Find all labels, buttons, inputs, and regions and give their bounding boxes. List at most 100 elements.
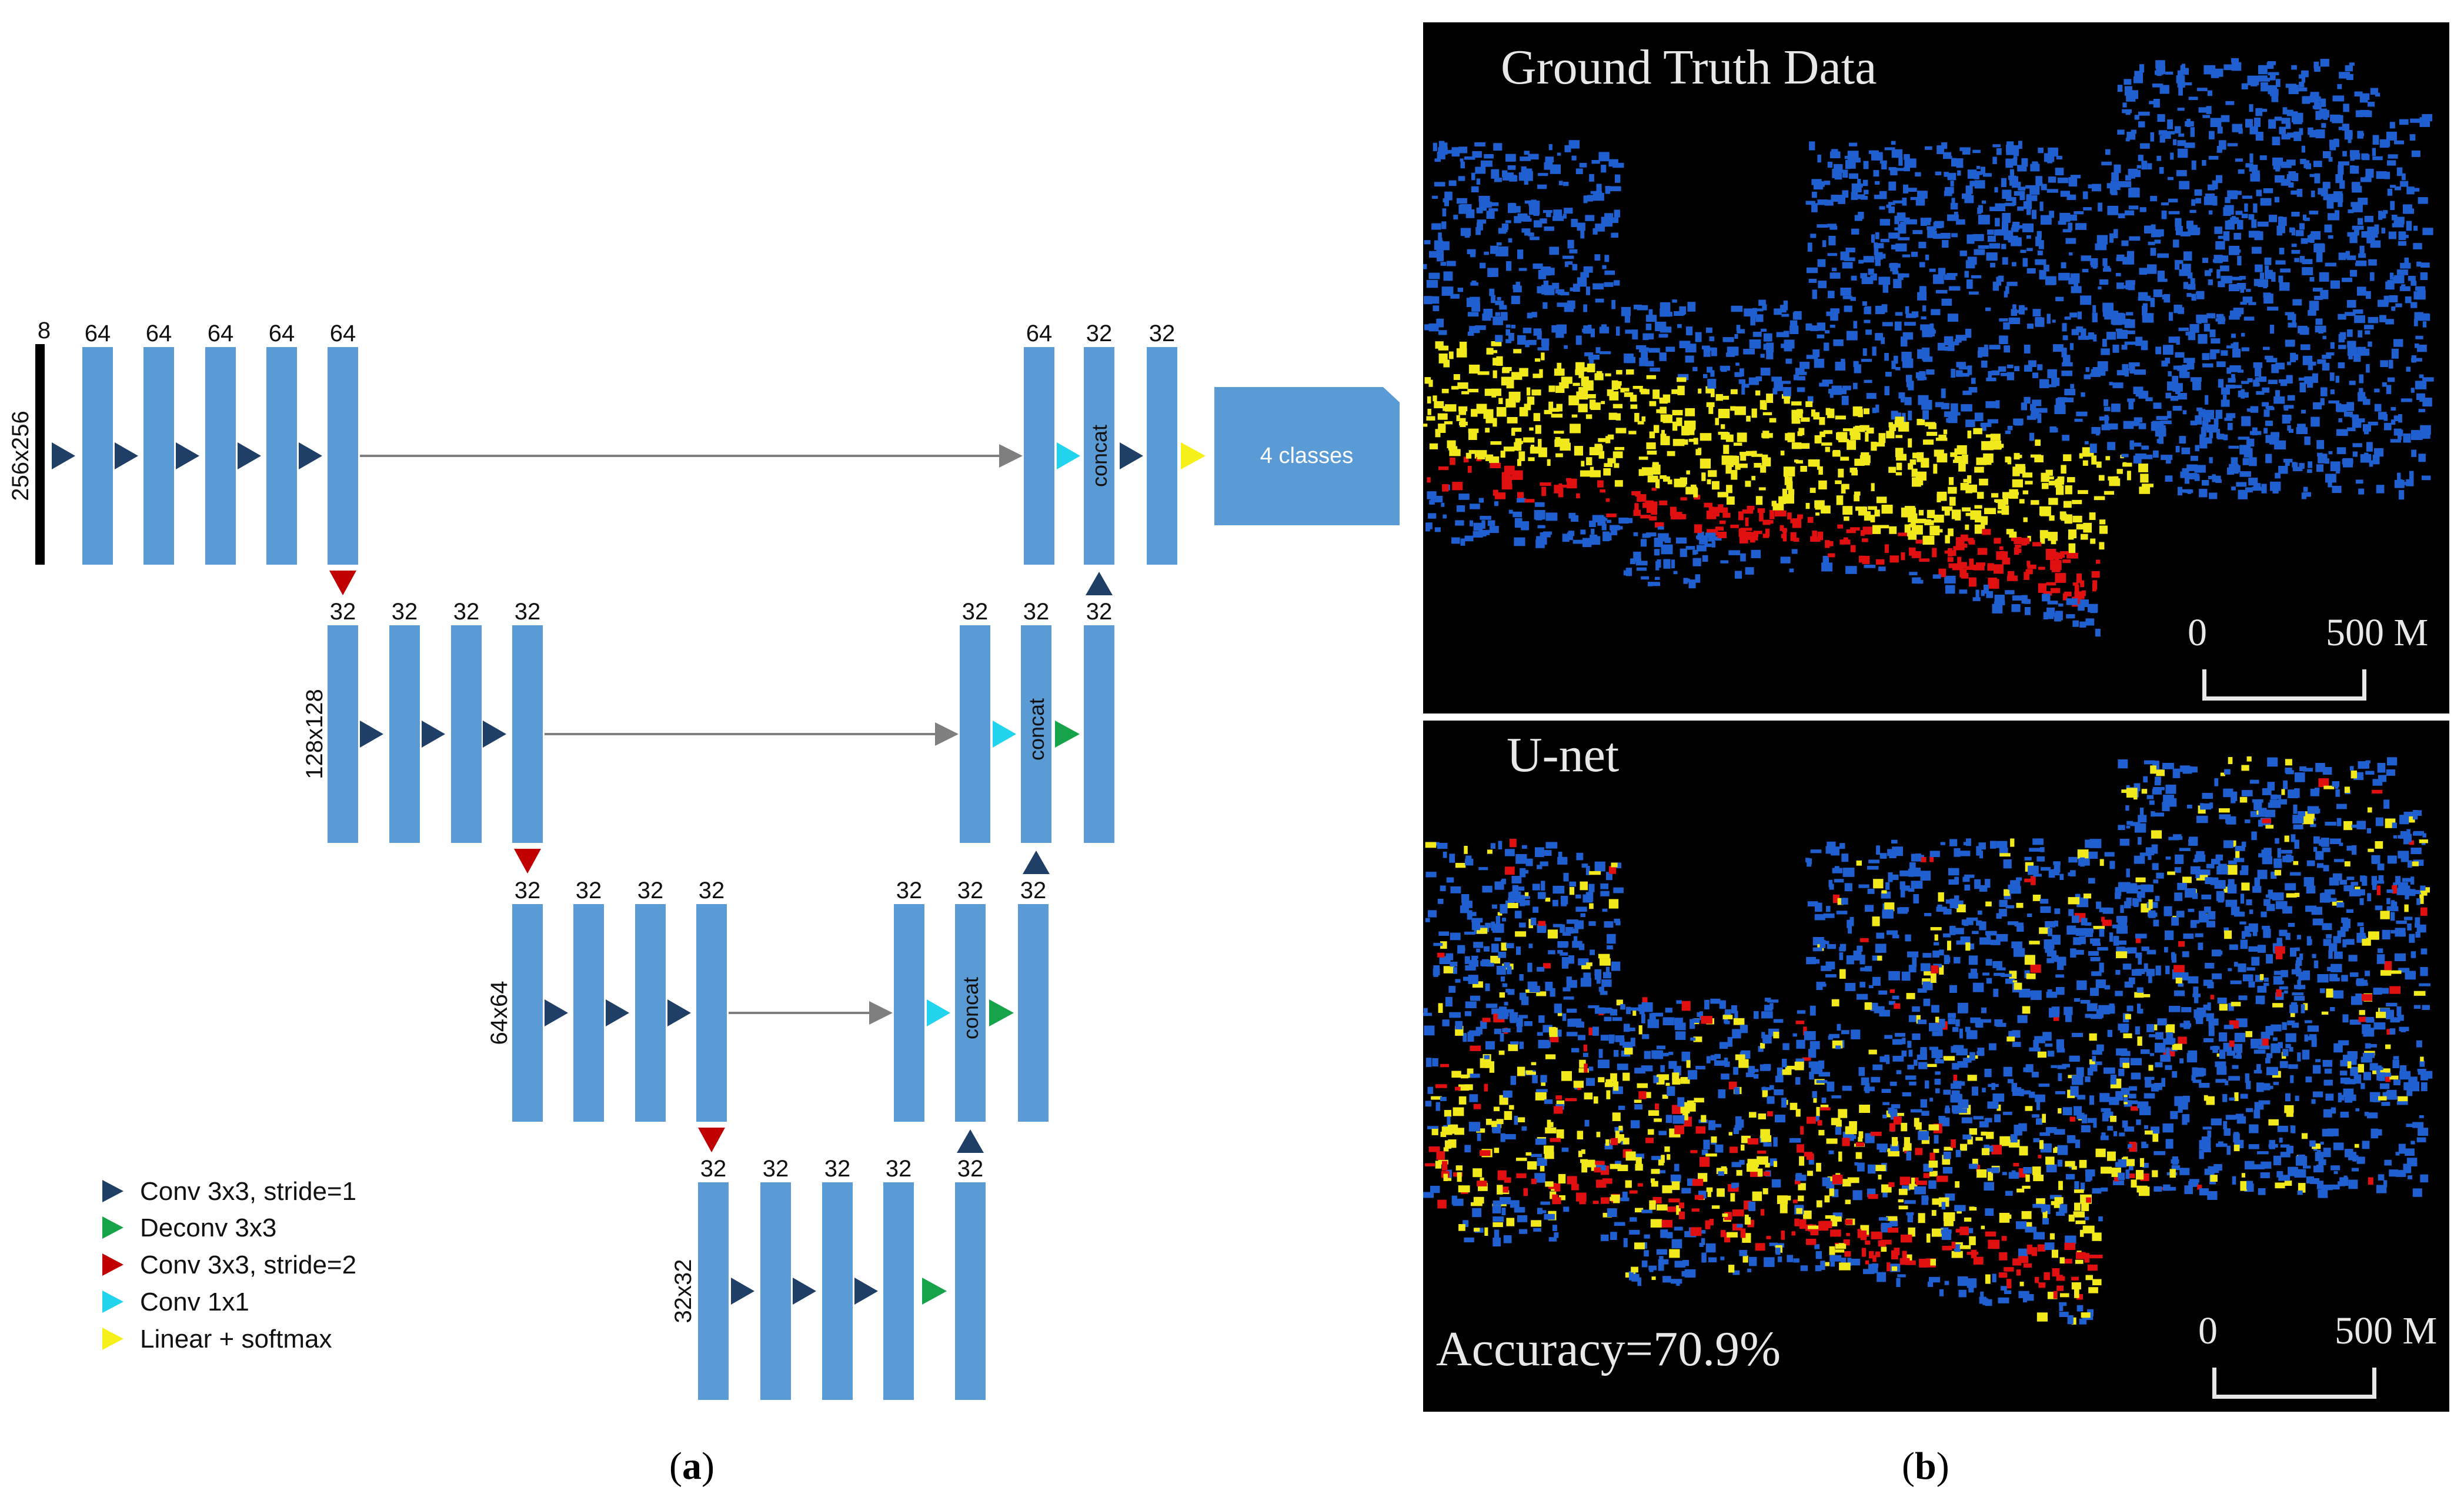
building-block	[2098, 475, 2105, 481]
building-block	[2254, 877, 2261, 888]
building-block	[2092, 1055, 2096, 1062]
building-block	[2195, 445, 2199, 452]
building-block	[2189, 209, 2196, 214]
building-block	[2086, 1003, 2098, 1012]
building-block	[2141, 445, 2149, 450]
building-block	[1999, 1136, 2011, 1146]
building-block	[1681, 1188, 1691, 1193]
building-block	[1817, 199, 1828, 205]
building-block	[2309, 301, 2319, 311]
building-block	[1968, 577, 1976, 587]
building-block	[2043, 612, 2049, 620]
building-block	[1659, 1052, 1669, 1056]
building-block	[1765, 528, 1770, 537]
building-block	[1808, 1225, 1819, 1229]
building-block	[1917, 419, 1925, 425]
building-block	[1506, 943, 1514, 949]
building-block	[2422, 1005, 2430, 1010]
building-block	[2335, 466, 2340, 474]
building-block	[1655, 561, 1660, 571]
building-block	[1731, 305, 1743, 312]
building-block	[1448, 986, 1456, 993]
building-block	[1530, 446, 1541, 454]
building-block	[2014, 541, 2024, 544]
building-block	[1607, 945, 1613, 949]
building-block	[2065, 217, 2072, 221]
building-block	[1995, 218, 2000, 226]
building-block	[2413, 243, 2422, 249]
building-block	[1480, 160, 1493, 167]
building-block	[1972, 597, 1981, 601]
building-block	[1502, 368, 1510, 374]
building-block	[1652, 1197, 1662, 1203]
building-block	[1734, 372, 1742, 377]
building-block	[2241, 416, 2251, 426]
building-block	[2415, 286, 2426, 291]
building-block	[1536, 536, 1547, 545]
building-block	[2223, 64, 2232, 71]
building-block	[1494, 1229, 1500, 1238]
building-block	[1460, 228, 1471, 236]
building-block	[1586, 457, 1592, 465]
building-block	[2190, 377, 2202, 382]
building-block	[1965, 512, 1973, 516]
building-block	[2273, 971, 2282, 975]
building-block	[1525, 858, 1533, 866]
building-block	[2192, 1067, 2198, 1078]
building-block	[2035, 1276, 2039, 1283]
building-block	[2196, 875, 2208, 881]
building-block	[1935, 437, 1948, 441]
building-block	[2072, 915, 2079, 923]
building-block	[1516, 1173, 1527, 1178]
building-block	[1969, 1206, 1975, 1210]
building-block	[1651, 1156, 1661, 1161]
building-block	[2068, 1214, 2075, 1222]
building-block	[1504, 1002, 1508, 1006]
building-block	[2059, 578, 2065, 582]
building-block	[2281, 970, 2288, 978]
building-block	[2363, 1052, 2375, 1058]
building-block	[2239, 870, 2249, 875]
building-block	[1431, 1129, 1438, 1135]
building-block	[2415, 343, 2419, 348]
building-block	[1576, 493, 1580, 499]
building-block	[1501, 476, 1512, 485]
building-block	[2145, 295, 2151, 301]
building-block	[2420, 272, 2428, 281]
building-block	[1925, 254, 1929, 261]
building-block	[1747, 1268, 1751, 1272]
building-block	[1508, 1044, 1518, 1051]
building-block	[1828, 1033, 1839, 1038]
building-block	[2376, 885, 2381, 895]
building-block	[2190, 921, 2197, 928]
building-block	[1633, 509, 1641, 516]
building-block	[2216, 429, 2220, 439]
conv-stride1-arrow	[422, 721, 445, 748]
building-block	[1919, 371, 1925, 378]
building-block	[2396, 216, 2405, 225]
building-block	[1761, 454, 1768, 460]
building-block	[1517, 441, 1522, 451]
building-block	[2022, 490, 2028, 495]
building-block	[1827, 253, 1838, 256]
building-block	[1898, 157, 1903, 166]
building-block	[2126, 1005, 2134, 1012]
building-block	[2209, 268, 2213, 273]
building-block	[1871, 1263, 1879, 1268]
building-block	[2312, 1143, 2321, 1149]
building-block	[1460, 538, 1465, 546]
building-block	[2372, 135, 2379, 145]
building-block	[1962, 455, 1968, 464]
building-block	[2023, 1263, 2032, 1268]
building-block	[2422, 228, 2433, 235]
building-block	[2368, 931, 2379, 940]
building-block	[2321, 123, 2326, 128]
building-block	[1944, 301, 1948, 306]
building-block	[1858, 409, 1863, 418]
building-block	[2090, 538, 2096, 544]
building-block	[1951, 403, 1958, 413]
building-block	[1752, 332, 1762, 337]
building-block	[1876, 932, 1885, 939]
building-block	[1791, 1231, 1795, 1236]
building-block	[2161, 455, 2173, 460]
